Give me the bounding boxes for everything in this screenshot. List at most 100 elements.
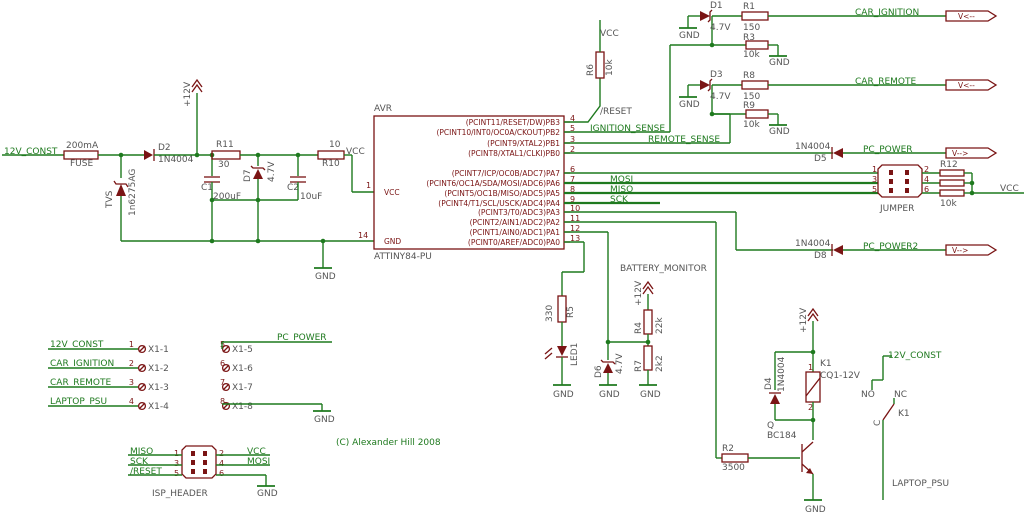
vcc-label-1: VCC [346, 147, 365, 157]
connector-label: X1-7 [232, 383, 253, 393]
pc-power-output: 1N4004 D5 PC_POWER V--> 1N4004 D8 PC_POW… [795, 142, 998, 261]
zener-d1 [700, 11, 710, 21]
connector-label: X1-3 [148, 383, 169, 393]
diode-d8 [833, 245, 843, 255]
svg-text:3: 3 [174, 459, 179, 468]
power-input: 12V_CONST 200mA FUSE D2 1N4004 TVS 1n627… [2, 78, 374, 282]
svg-text:/RESET: /RESET [130, 467, 162, 477]
pc-power2-label: PC_POWER2 [863, 242, 918, 252]
svg-text:2: 2 [219, 449, 224, 458]
svg-text:MISO: MISO [130, 447, 153, 457]
connector-label: X1-2 [148, 364, 169, 374]
connector-terminal [137, 382, 147, 392]
r9-value: 10k [743, 120, 760, 130]
jumper-block: 1 2 3 4 5 6 JUMPER R12 10k VCC [872, 160, 1024, 214]
mcu-vcc-pin: 1 [366, 181, 371, 190]
mcu-vcc-label: VCC [384, 188, 400, 197]
p12-label-2: +12V [634, 280, 644, 306]
svg-text:V<--: V<-- [958, 81, 975, 90]
connector-terminal [137, 344, 147, 354]
mcu-pin-label: (PCINT4/T1/SCL/USCK/ADC4)PA4 [438, 199, 560, 208]
tvs-value: 1n6275AG [128, 169, 138, 216]
mcu-pin-num: 12 [570, 224, 580, 233]
k1-name: K1 [820, 359, 832, 369]
resistor-r4 [643, 309, 653, 335]
reset-label: /RESET [600, 107, 632, 117]
svg-text:GND: GND [679, 31, 700, 41]
d2-value: 1N4004 [158, 155, 194, 165]
rem-sense-label: REMOTE_SENSE [648, 135, 720, 145]
d4-name: D4 [764, 377, 774, 390]
mcu-pin-num: 7 [570, 175, 575, 184]
svg-text:V-->: V--> [952, 149, 968, 158]
svg-text:5: 5 [174, 469, 179, 478]
mcu-pin-num: 6 [570, 165, 575, 174]
relay-switch-k1 [882, 403, 895, 421]
svg-text:3: 3 [872, 175, 877, 184]
q-value: BC184 [767, 431, 797, 441]
connector-label: X1-8 [232, 402, 253, 412]
signal-car-remote [945, 79, 998, 91]
d5-value: 1N4004 [795, 142, 831, 152]
k1-c: C [873, 420, 883, 426]
d8-name: D8 [814, 251, 827, 261]
d6-name: D6 [594, 365, 604, 378]
x1-5-net: PC_POWER [277, 333, 327, 343]
d3-name: D3 [710, 70, 723, 80]
battery-monitor: BATTERY_MONITOR +12V R4 22k R7 2k2 GND D… [594, 264, 707, 400]
mosi-label: MOSI [610, 175, 633, 185]
car-rem-label: CAR_REMOTE [855, 77, 916, 87]
svg-text:GND: GND [553, 390, 574, 400]
resistor-r8 [741, 80, 769, 90]
laptop-psu-label: LAPTOP_PSU [892, 479, 949, 489]
connector-pin: 1 [129, 340, 134, 349]
led-1 [557, 346, 567, 356]
mcu-pin-num: 5 [570, 124, 575, 133]
connector-net: LAPTOP_PSU [50, 397, 107, 407]
net-12v-const-label: 12V_CONST [4, 147, 58, 157]
c2-value: 10uF [300, 192, 322, 202]
svg-text:GND: GND [640, 390, 661, 400]
connector-pin: 2 [129, 359, 134, 368]
r12-value: 10k [940, 199, 957, 209]
svg-text:GND: GND [769, 58, 790, 68]
r7-value: 2k2 [655, 355, 665, 372]
remote-input: GND D3 4.7V R8 150 CAR_REMOTE V<-- R9 10… [678, 70, 998, 137]
svg-text:2: 2 [924, 165, 929, 174]
jumper-name: JUMPER [879, 204, 914, 214]
connector-pin: 6 [220, 359, 225, 368]
svg-text:GND: GND [314, 415, 335, 425]
d5-name: D5 [814, 154, 827, 164]
r3-value: 10k [743, 50, 760, 60]
connector-net: CAR_REMOTE [50, 378, 111, 388]
signal-pc-power [945, 147, 998, 159]
r11-value: 30 [218, 160, 230, 170]
resistor-r10 [317, 150, 345, 160]
resistor-r12a [939, 169, 965, 177]
fuse-value: 200mA [66, 141, 99, 151]
jumper-header [877, 164, 923, 198]
resistor-r11 [211, 150, 241, 160]
mcu-pin-label: (PCINT0/AREF/ADC0)PA0 [468, 238, 560, 247]
isp-header-body [181, 445, 217, 479]
r1-name: R1 [743, 2, 755, 12]
connector-terminal [221, 382, 231, 392]
signal-pc-power2 [945, 244, 998, 256]
relay-contact: 12V_CONST NO NC K1 C LAPTOP_PSU [861, 351, 949, 500]
mcu-pin-num: 4 [570, 114, 575, 123]
svg-text:6: 6 [219, 469, 224, 478]
d6-value: 4.7V [615, 353, 625, 374]
mcu-pin-label: (PCINT2/AIN1/ADC2)PA2 [470, 218, 561, 227]
mcu-pin-label: (PCINT5/OC1B/MISO/ADC5)PA5 [444, 189, 560, 198]
isp-header: 1 2 3 4 5 6 MISO SCK /RESET VCC MOSI GND… [128, 445, 278, 499]
svg-text:1: 1 [174, 449, 179, 458]
r4-value: 22k [655, 317, 665, 334]
connector-pin: 3 [129, 378, 134, 387]
svg-text:GND: GND [679, 100, 700, 110]
mcu-gnd-pin: 14 [358, 231, 368, 240]
zener-d3 [700, 80, 710, 90]
c1-name: C1 [201, 183, 213, 193]
c1-value: 200uF [213, 192, 241, 202]
